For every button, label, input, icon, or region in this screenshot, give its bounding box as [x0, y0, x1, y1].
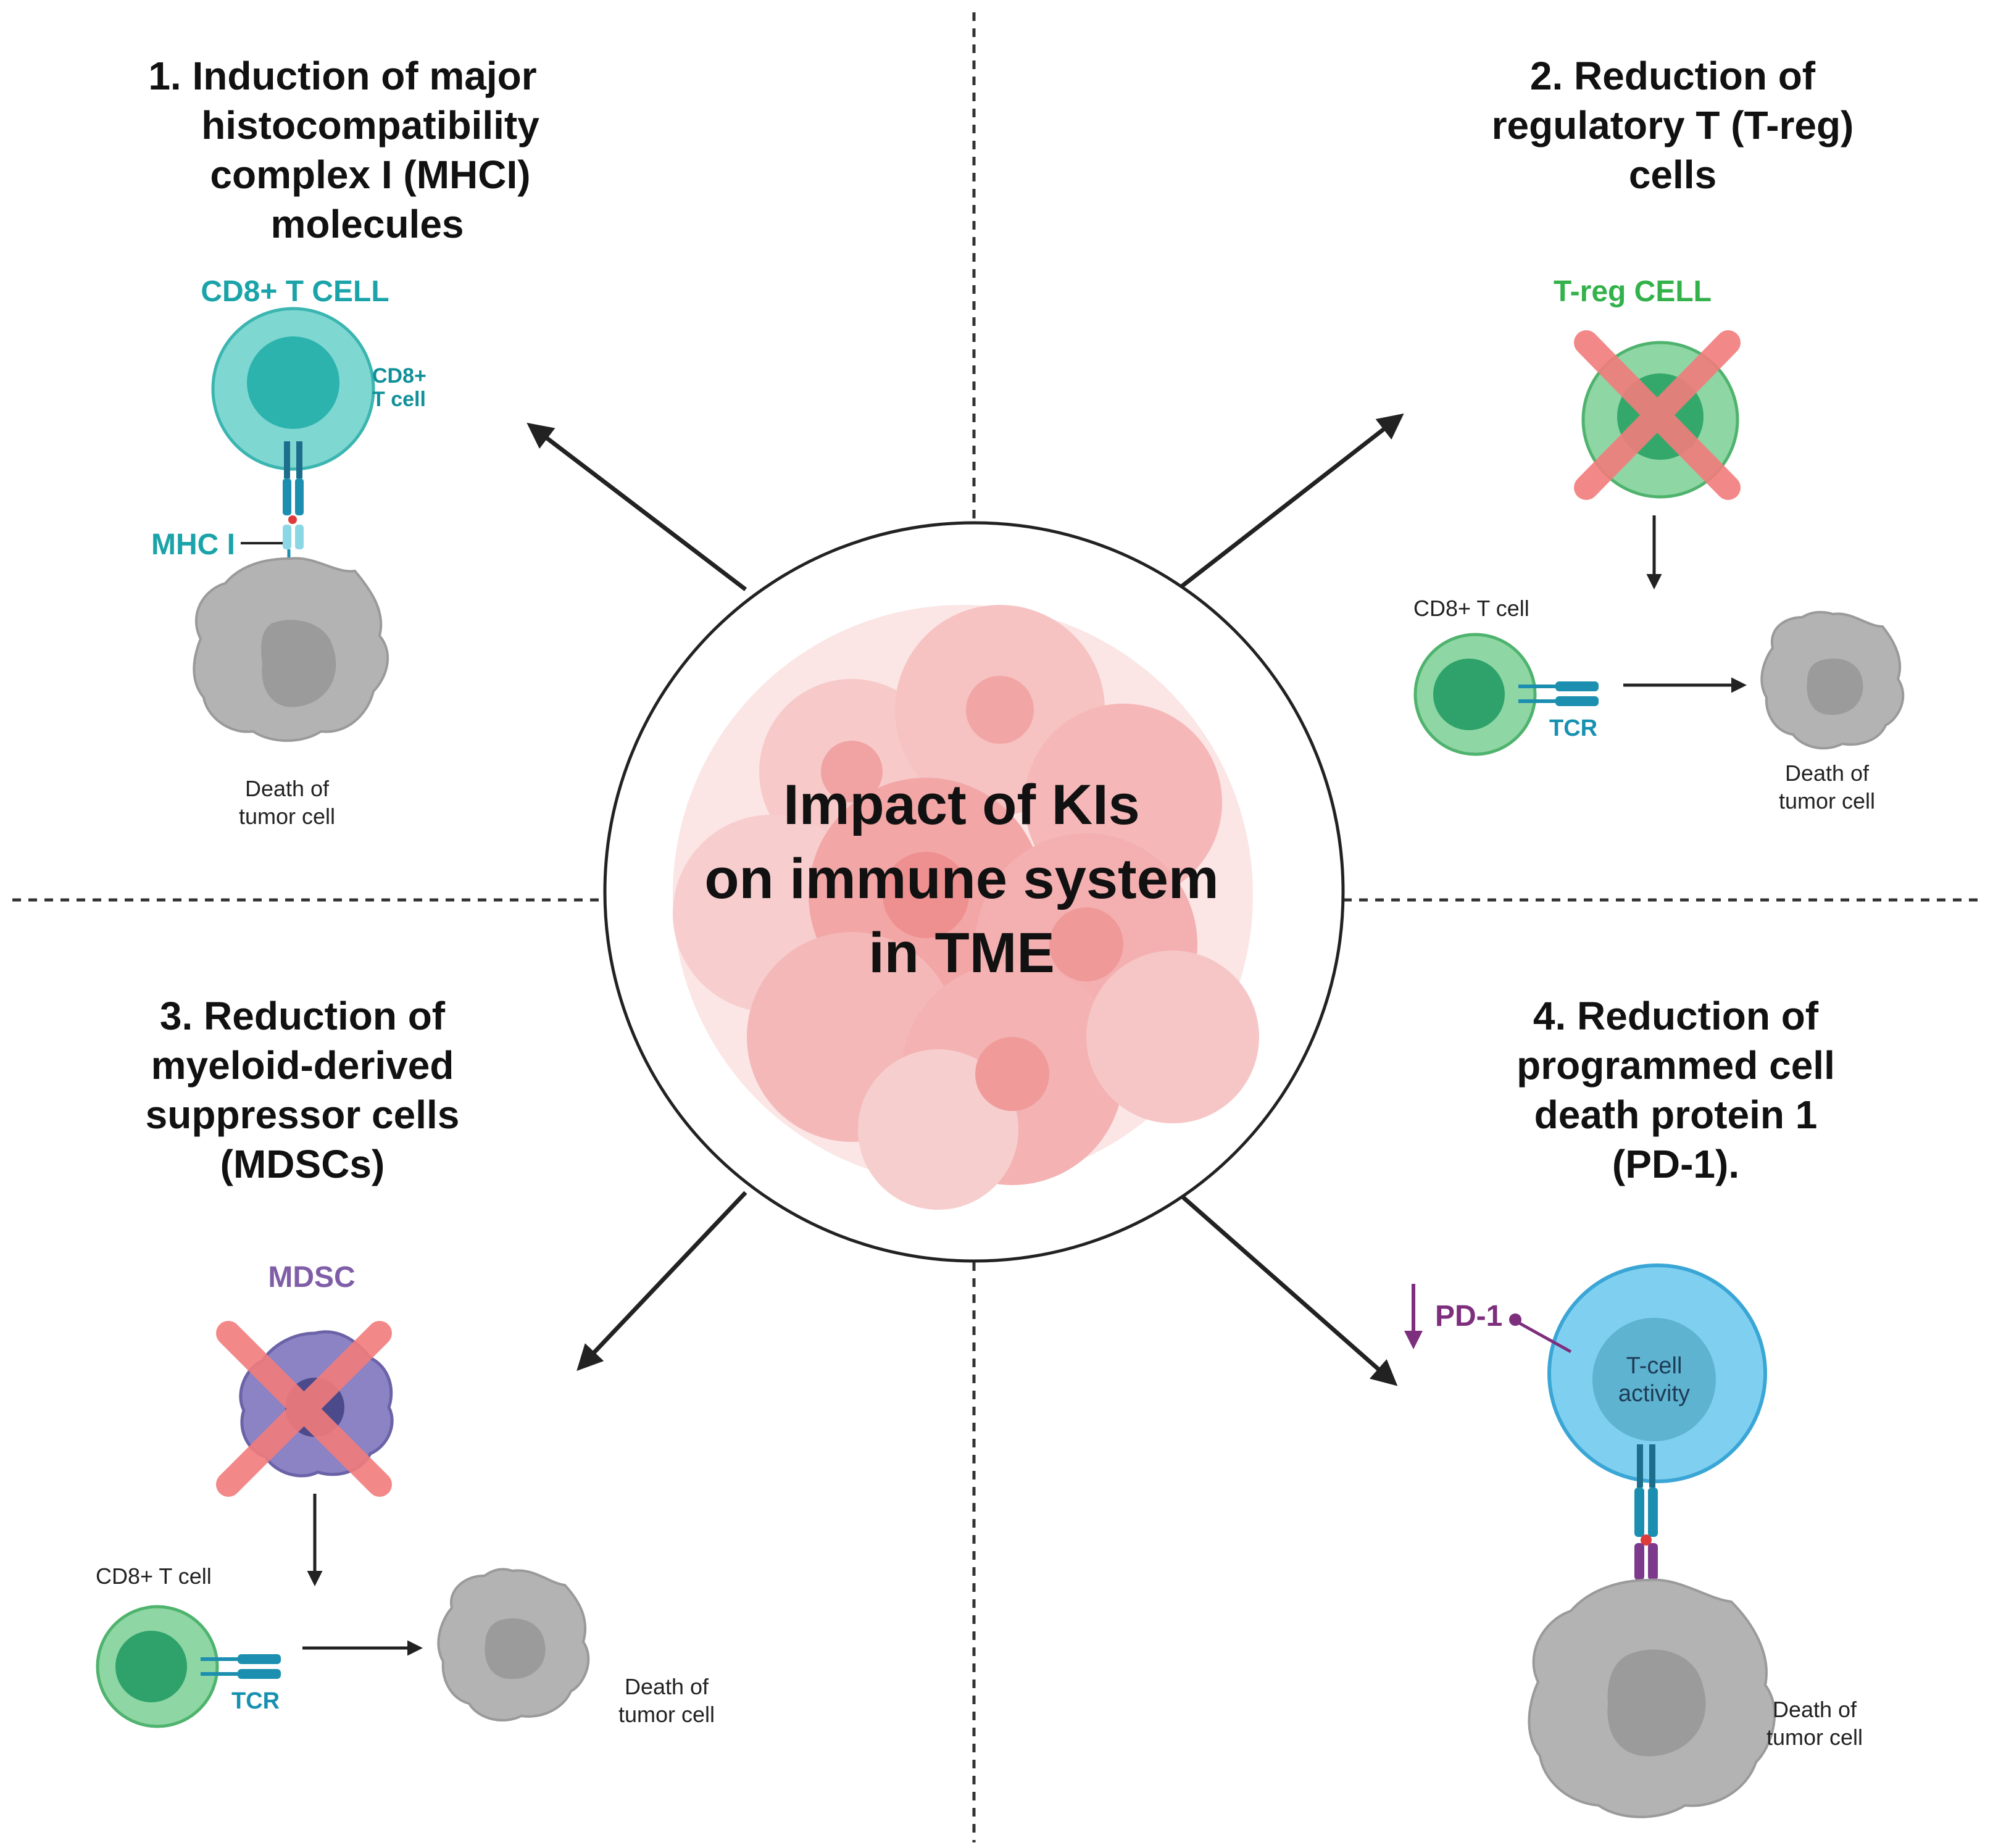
q3-death-line-2: tumor cell — [618, 1702, 715, 1727]
q4-title-line-4: (PD-1). — [1612, 1142, 1739, 1186]
q3-tcr-label: TCR — [231, 1688, 280, 1714]
q2-death-line-1: Death of — [1785, 760, 1870, 786]
q1-death-line-2: tumor cell — [239, 804, 335, 829]
q4-title-line-2: programmed cell — [1517, 1043, 1835, 1088]
cd8-t-cell — [96, 1605, 219, 1728]
cd8-t-cell — [1413, 633, 1537, 756]
q3-title-line-3: suppressor cells — [146, 1093, 460, 1137]
center-arrows — [526, 413, 1404, 1386]
q3-title-line-4: (MDSCs) — [220, 1142, 385, 1186]
q4-pd1-label: PD-1 — [1435, 1300, 1502, 1333]
q3-title-line-1: 3. Reduction of — [160, 994, 446, 1038]
q4-title-line-3: death protein 1 — [1534, 1093, 1818, 1137]
cross-icon — [1574, 330, 1741, 500]
center-title-line-2: on immune system — [704, 847, 1218, 910]
tcr-pd1-complex — [1634, 1444, 1658, 1605]
tcr-receptor — [1518, 681, 1599, 706]
q4-death-line-1: Death of — [1773, 1697, 1857, 1722]
center-title-line-1: Impact of KIs — [783, 773, 1140, 836]
quadrant-4: 4. Reduction of programmed cell death pr… — [1404, 994, 1863, 1818]
q3-cd8-label: CD8+ T cell — [96, 1563, 212, 1589]
tumor-cell — [193, 557, 389, 742]
tumor-cell — [1760, 610, 1905, 750]
tcr-mhc-complex — [241, 441, 304, 577]
q4-cell-inner-line-2: activity — [1618, 1381, 1690, 1407]
q1-title-line-2: histocompatibility — [201, 103, 539, 148]
q1-death-line-1: Death of — [245, 776, 330, 801]
q2-title-line-1: 2. Reduction of — [1530, 54, 1816, 98]
q1-mhc-label: MHC I — [151, 528, 235, 561]
quadrant-dividers — [12, 12, 1984, 1842]
q4-title-line-1: 4. Reduction of — [1533, 994, 1819, 1038]
q2-death-line-2: tumor cell — [1779, 788, 1875, 814]
q2-title-line-2: regulatory T (T-reg) — [1492, 103, 1854, 148]
q2-title-line-3: cells — [1629, 152, 1716, 197]
q2-cell-label: T-reg CELL — [1554, 275, 1712, 308]
q4-death-line-2: tumor cell — [1766, 1725, 1863, 1750]
q3-death-line-1: Death of — [625, 1674, 709, 1699]
q3-title-line-2: myeloid-derived — [151, 1043, 454, 1088]
q1-title-line-4: molecules — [270, 202, 464, 246]
q1-cell-inner-line-2: T cell — [372, 388, 426, 411]
q1-title-line-3: complex I (MHCI) — [210, 152, 530, 197]
tumor-cell — [1528, 1578, 1776, 1818]
q2-cd8-label: CD8+ T cell — [1413, 596, 1529, 621]
quadrant-1: 1. Induction of major histocompatibility… — [148, 54, 539, 829]
tumor-mass-illustration — [673, 605, 1259, 1210]
q1-title-line-1: 1. Induction of major — [148, 54, 536, 98]
q1-cell-label: CD8+ T CELL — [201, 275, 389, 308]
cd8-t-cell — [211, 307, 375, 471]
tumor-cell — [437, 1568, 590, 1721]
t-cell — [1509, 1263, 1767, 1483]
cross-icon — [216, 1321, 392, 1497]
tcr-receptor — [201, 1654, 281, 1679]
center-title-line-3: in TME — [868, 922, 1055, 984]
q1-cell-inner-line-1: CD8+ — [372, 364, 426, 388]
q3-cell-label: MDSC — [268, 1261, 355, 1294]
quadrant-2: 2. Reduction of regulatory T (T-reg) cel… — [1413, 54, 1905, 814]
quadrant-3: 3. Reduction of myeloid-derived suppress… — [96, 994, 715, 1728]
q2-tcr-label: TCR — [1549, 715, 1597, 741]
q4-cell-inner-line-1: T-cell — [1626, 1353, 1683, 1379]
center-circle: Impact of KIs on immune system in TME — [603, 521, 1345, 1263]
